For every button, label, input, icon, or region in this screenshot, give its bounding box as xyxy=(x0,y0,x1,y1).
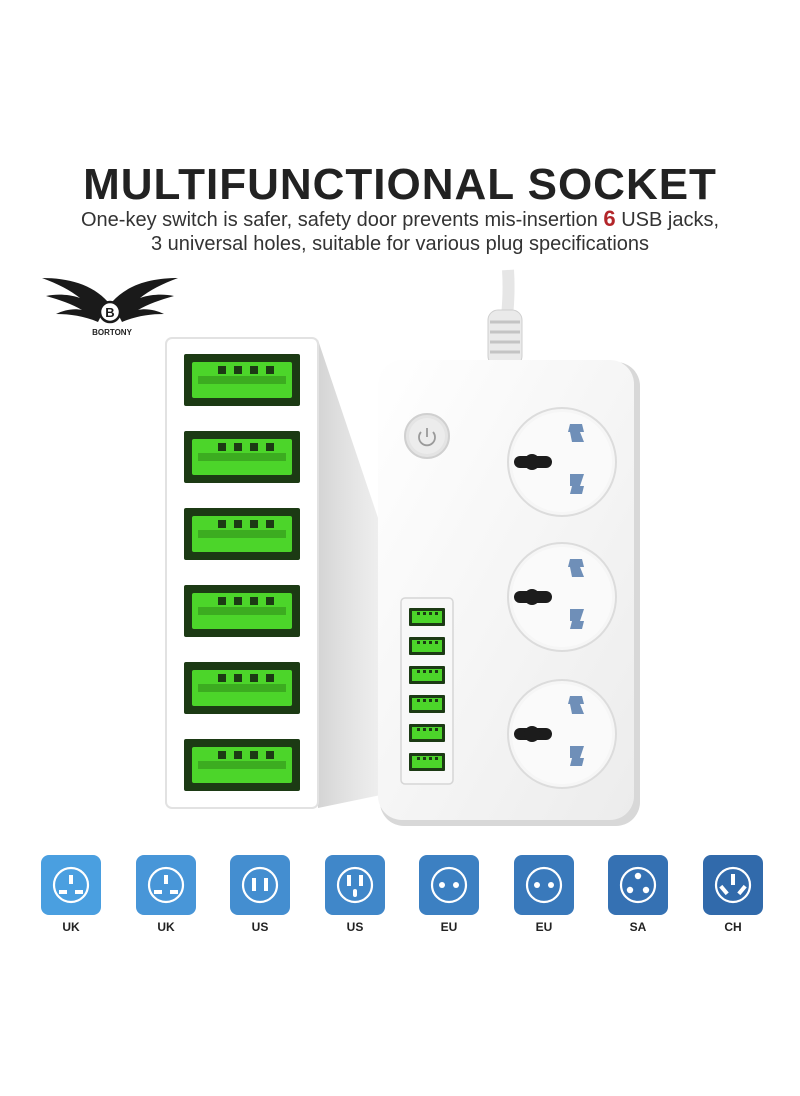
usb-zoom-port xyxy=(184,585,300,637)
usb-zoom-port xyxy=(184,662,300,714)
usb-zoom-ports xyxy=(184,354,300,791)
subtitle-text-b: USB jacks, xyxy=(615,209,720,231)
usb-zoom-panel xyxy=(165,337,319,809)
usb-port xyxy=(409,608,445,626)
product-illustration xyxy=(165,269,640,826)
usb-port xyxy=(409,695,445,713)
plug-type-label: EU xyxy=(535,920,553,934)
universal-socket[interactable] xyxy=(507,407,617,517)
sa-plug-icon xyxy=(608,855,668,915)
cable-strain-relief xyxy=(487,309,523,367)
usb-port xyxy=(409,753,445,771)
power-icon xyxy=(418,431,436,447)
page-title: MULTIFUNCTIONAL SOCKET xyxy=(83,160,717,209)
usb-ports xyxy=(409,608,445,771)
usb-port xyxy=(409,724,445,742)
usb-port xyxy=(409,637,445,655)
eu-plug-icon xyxy=(419,855,479,915)
us-plug-icon xyxy=(230,855,290,915)
eu-plug-icon xyxy=(514,855,574,915)
brand-logo: B xyxy=(42,278,178,324)
universal-sockets xyxy=(507,407,617,789)
usb-zoom-port xyxy=(184,739,300,791)
plug-type-label: US xyxy=(251,920,269,934)
plug-type-label: UK xyxy=(62,920,80,934)
usb-zoom-port xyxy=(184,431,300,483)
uk-plug-icon xyxy=(41,855,101,915)
brand-name: BORTONY xyxy=(92,328,132,337)
subtitle-line-1: One-key switch is safer, safety door pre… xyxy=(40,206,760,232)
universal-socket[interactable] xyxy=(507,542,617,652)
usb-zoom-port xyxy=(184,354,300,406)
plug-type-label: CH xyxy=(724,920,742,934)
universal-socket[interactable] xyxy=(507,679,617,789)
plug-type-label: US xyxy=(346,920,364,934)
ch-plug-icon xyxy=(703,855,763,915)
plug-type-label: EU xyxy=(440,920,458,934)
usb-zoom-port xyxy=(184,508,300,560)
plug-type-label: UK xyxy=(157,920,175,934)
subtitle-text-a: One-key switch is safer, safety door pre… xyxy=(80,209,604,231)
usb-port xyxy=(409,666,445,684)
subtitle-line-2: 3 universal holes, suitable for various … xyxy=(150,233,650,255)
uk-plug-icon xyxy=(136,855,196,915)
plug-type-label: SA xyxy=(629,920,647,934)
brand-initial: B xyxy=(105,305,114,320)
usb-count-highlight: 6 xyxy=(603,206,616,231)
us-ground-plug-icon xyxy=(325,855,385,915)
